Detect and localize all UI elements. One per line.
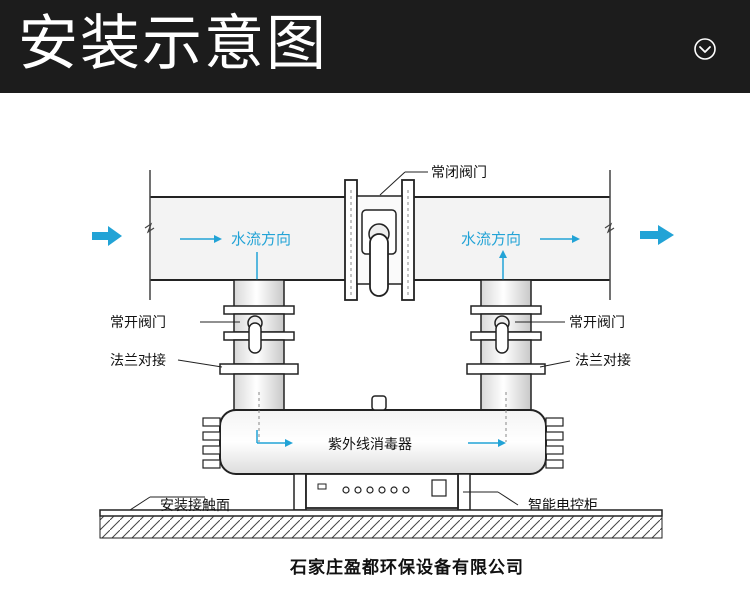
flow-arrow-inner-right <box>468 439 506 447</box>
leader-line <box>379 171 406 196</box>
chevron-down-circle-icon[interactable] <box>693 37 717 61</box>
normally-closed-valve <box>344 179 415 301</box>
flow-arrow-inner-left <box>256 430 293 447</box>
leader-line <box>539 360 571 368</box>
page-title: 安装示意图 <box>18 9 328 79</box>
flow-arrow-left <box>180 235 222 243</box>
left-riser <box>219 279 299 413</box>
leader-line <box>129 496 151 511</box>
right-riser <box>466 279 546 413</box>
label-flange-left: 法兰对接 <box>110 352 166 369</box>
company-name: 石家庄盈都环保设备有限公司 <box>289 557 524 578</box>
leader-line <box>177 359 223 368</box>
leader-line <box>497 491 519 506</box>
flow-direction-label-left: 水流方向 <box>231 230 291 248</box>
installation-diagram: 水流方向 水流方向 常闭阀门 <box>92 165 674 578</box>
header-banner: 安装示意图 <box>0 0 750 93</box>
flow-direction-label-right: 水流方向 <box>461 230 521 248</box>
label-uv-sterilizer: 紫外线消毒器 <box>328 437 412 453</box>
outlet-arrow <box>640 225 674 245</box>
label-normally-closed-valve: 常闭阀门 <box>431 165 487 181</box>
flow-arrow-right <box>540 235 580 243</box>
label-mounting-surface: 安装接触面 <box>160 497 230 514</box>
control-cabinet <box>293 473 471 511</box>
inlet-arrow <box>92 226 122 246</box>
uv-sterilizer-body <box>202 392 564 475</box>
mounting-surface <box>99 509 663 539</box>
label-flange-right: 法兰对接 <box>575 352 631 369</box>
label-normally-open-valve-left: 常开阀门 <box>110 315 166 331</box>
label-normally-open-valve-right: 常开阀门 <box>569 315 625 331</box>
